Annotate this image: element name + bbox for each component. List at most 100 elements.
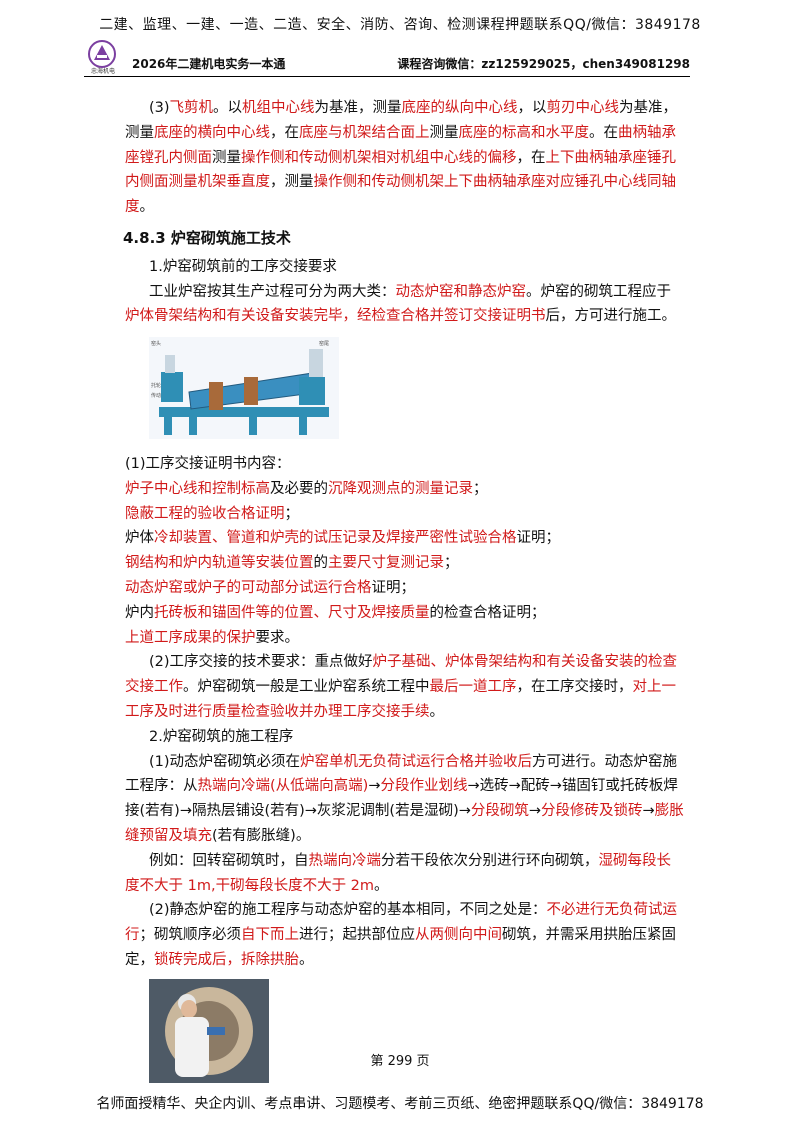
highlighted-text: 冷却装置、管道和炉壳的试压记录及焊接严密性试验合格 <box>154 530 517 547</box>
highlighted-text: 炉窑单机无负荷试运行合格并验收后 <box>300 753 533 770</box>
paragraph-static-kiln: (2)静态炉窑的施工程序与动态炉窑的基本相同，不同之处是：不必进行无负荷试运行；… <box>125 898 685 972</box>
paragraph-kiln-types: 工业炉窑按其生产过程可分为两大类：动态炉窑和静态炉窑。炉窑的砌筑工程应于炉体骨架… <box>125 280 685 330</box>
highlighted-text: 底座的横向中心线 <box>154 124 270 141</box>
text-segment: ；砌筑顺序必须 <box>139 927 242 944</box>
handover-list: 炉子中心线和控制标高及必要的沉降观测点的测量记录；隐蔽工程的验收合格证明；炉体冷… <box>125 477 685 651</box>
text-segment: ； <box>444 555 459 572</box>
text-segment: ； <box>473 480 488 497</box>
list-item: 炉体冷却装置、管道和炉壳的试压记录及焊接严密性试验合格证明； <box>125 526 685 551</box>
list-item: 隐蔽工程的验收合格证明； <box>125 502 685 527</box>
text-segment: 例如：回转窑砌筑时，自 <box>149 852 309 869</box>
rotary-kiln-figure: 窑头 窑尾 托轮 传动 <box>149 337 339 440</box>
highlighted-text: 炉体骨架结构和有关设备安装完毕，经检查合格并签订交接证明书 <box>125 308 546 325</box>
highlighted-text: 主要尺寸复测记录 <box>328 555 444 572</box>
text-segment: ，在 <box>270 124 299 141</box>
text-segment: 为基准，测量 <box>125 100 678 141</box>
highlighted-text: 飞剪机 <box>169 100 214 116</box>
highlighted-text: 最后一道工序 <box>429 679 517 696</box>
text-segment: 测量 <box>429 124 459 141</box>
highlighted-text: 上道工序成果的保护 <box>125 629 256 646</box>
figure-label: 传动 <box>151 392 161 399</box>
highlighted-text: 剪刃中心线 <box>546 100 620 116</box>
highlighted-text: 对上一工序及时进行质量检查验收并办理工序交接手续 <box>125 679 676 720</box>
text-segment: 砌筑，并需采用拱胎压紧固定， <box>125 927 676 968</box>
highlighted-text: 底座的纵向中心线 <box>401 100 518 116</box>
text-segment: 。 <box>299 951 314 968</box>
highlighted-text: 炉子基础、炉体骨架结构和有关设备安装的检查交接工作 <box>125 654 678 696</box>
text-segment: 要求。 <box>255 629 300 646</box>
list-item: 上道工序成果的保护要求。 <box>125 626 685 651</box>
text-segment: 。炉窑砌筑一般是工业炉窑系统工程中 <box>183 679 430 696</box>
text-segment: ，在 <box>516 149 546 166</box>
text-segment: (2)静态炉窑的施工程序与动态炉窑的基本相同，不同之处是： <box>149 902 547 919</box>
text-segment: 。在 <box>589 124 618 141</box>
text-segment: (若有膨胀缝)。 <box>212 827 311 844</box>
figure-label: 托轮 <box>151 382 161 389</box>
list-item: 钢结构和炉内轨道等安装位置的主要尺寸复测记录； <box>125 551 685 576</box>
text-segment: 及必要的 <box>270 480 328 497</box>
highlighted-text: 曲柄轴承座镗孔内侧面 <box>125 124 676 166</box>
logo-caption: 忠海机电 <box>90 68 115 75</box>
book-title: 2026年二建机电实务一本通 <box>132 57 286 71</box>
text-segment: 证明； <box>371 579 416 596</box>
highlighted-text: 锁砖完成后，拆除拱胎 <box>154 951 299 968</box>
text-segment: (2)工序交接的技术要求：重点做好 <box>149 654 373 671</box>
list-item: 炉子中心线和控制标高及必要的沉降观测点的测量记录； <box>125 477 685 502</box>
text-segment: 。以 <box>213 100 243 116</box>
text-segment: ，测量 <box>270 174 314 191</box>
subheading-procedure: 2.炉窑砌筑的施工程序 <box>149 728 294 745</box>
text-segment: 工业炉窑按其生产过程可分为两大类： <box>149 283 396 300</box>
highlighted-text: 分段作业划线 <box>380 778 468 795</box>
contact-info: 课程咨询微信：zz125929025，chen349081298 <box>397 57 690 71</box>
highlighted-text: 钢结构和炉内轨道等安装位置 <box>125 555 314 572</box>
bricklaying-photo <box>149 978 269 1083</box>
highlighted-text: 从两侧向中间 <box>415 927 502 944</box>
highlighted-text: 底座与机架结合面上 <box>299 124 430 141</box>
text-segment: 进行；起拱部位应 <box>299 927 415 944</box>
highlighted-text: 操作侧和传动侧机架上下曲柄轴承座对应锤孔中心线同轴度 <box>125 174 676 216</box>
highlighted-text: 机组中心线 <box>242 100 315 116</box>
text-segment: 证明； <box>516 530 561 547</box>
page-header: 忠海机电 2026年二建机电实务一本通 课程咨询微信：zz125929025，c… <box>84 38 690 77</box>
text-segment: 。炉窑的砌筑工程应于 <box>526 283 671 300</box>
paragraph-technical-requirements: (2)工序交接的技术要求：重点做好炉子基础、炉体骨架结构和有关设备安装的检查交接… <box>125 650 685 724</box>
highlighted-text: 湿砌每段长度不大于 1m,干砌每段长度不大于 2m <box>125 852 671 894</box>
highlighted-text: 托砖板和锚固件等的位置、尺寸及焊接质量 <box>154 604 430 621</box>
text-segment: 的检查合格证明； <box>429 604 546 621</box>
section-heading: 4.8.3 炉窑砌筑施工技术 <box>123 228 291 247</box>
text-segment: 方可进行。动态炉窑施工程序：从 <box>125 753 678 795</box>
footer-banner: 名师面授精华、央企内训、考点串讲、习题模考、考前三页纸、绝密押题联系QQ/微信：… <box>96 1096 704 1112</box>
text-segment: 后，方可进行施工。 <box>545 308 677 325</box>
figure-label: 窑头 <box>151 340 161 347</box>
paragraph-dynamic-kiln: (1)动态炉窑砌筑必须在炉窑单机无负荷试运行合格并验收后方可进行。动态炉窑施工程… <box>125 750 685 849</box>
text-segment: ，在工序交接时， <box>516 679 633 696</box>
text-segment: → <box>642 803 655 820</box>
text-segment: 测量 <box>212 149 241 166</box>
text-segment: ，以 <box>517 100 547 116</box>
text-segment: →选砖→配砖→锚固钉或托砖板焊接(若有)→隔热层铺设(若有)→灰浆泥调制(若是湿… <box>125 778 678 820</box>
highlighted-text: 隐蔽工程的验收合格证明 <box>125 505 285 522</box>
highlighted-text: 热端向冷端 <box>308 852 382 869</box>
text-segment: 。 <box>374 877 389 894</box>
highlighted-text: 自下而上 <box>241 927 299 944</box>
text-segment: 。 <box>139 199 155 216</box>
text-segment: 炉内 <box>125 604 154 621</box>
page-number: 第 299 页 <box>370 1054 430 1069</box>
top-banner: 二建、监理、一建、一造、二造、安全、消防、咨询、检测课程押题联系QQ/微信：38… <box>99 17 701 33</box>
highlighted-text: 底座的标高和水平度 <box>458 124 590 141</box>
highlighted-text: 膨胀缝预留及填充 <box>125 803 684 844</box>
figure-label: 窑尾 <box>319 340 329 347</box>
highlighted-text: 炉子中心线和控制标高 <box>125 480 270 497</box>
text-segment: (3) <box>149 100 170 116</box>
list-item: 炉内托砖板和锚固件等的位置、尺寸及焊接质量的检查合格证明； <box>125 601 685 626</box>
logo-icon <box>88 40 116 68</box>
highlighted-text: 热端向冷端(从低端向高端) <box>197 778 369 795</box>
highlighted-text: 不必进行无负荷试运行 <box>125 902 678 944</box>
text-segment: → <box>368 778 381 795</box>
highlighted-text: 动态炉窑或炉子的可动部分试运行合格 <box>125 579 372 596</box>
highlighted-text: 操作侧和传动侧机架相对机组中心线的偏移 <box>241 149 517 166</box>
highlighted-text: 动态炉窑和静态炉窑 <box>395 283 527 300</box>
paragraph-flying-shear: (3)飞剪机。以机组中心线为基准，测量底座的纵向中心线，以剪刃中心线为基准，测量… <box>125 96 685 220</box>
subheading-handover: 1.炉窑砌筑前的工序交接要求 <box>149 258 337 275</box>
text-segment: (1)动态炉窑砌筑必须在 <box>149 753 301 770</box>
